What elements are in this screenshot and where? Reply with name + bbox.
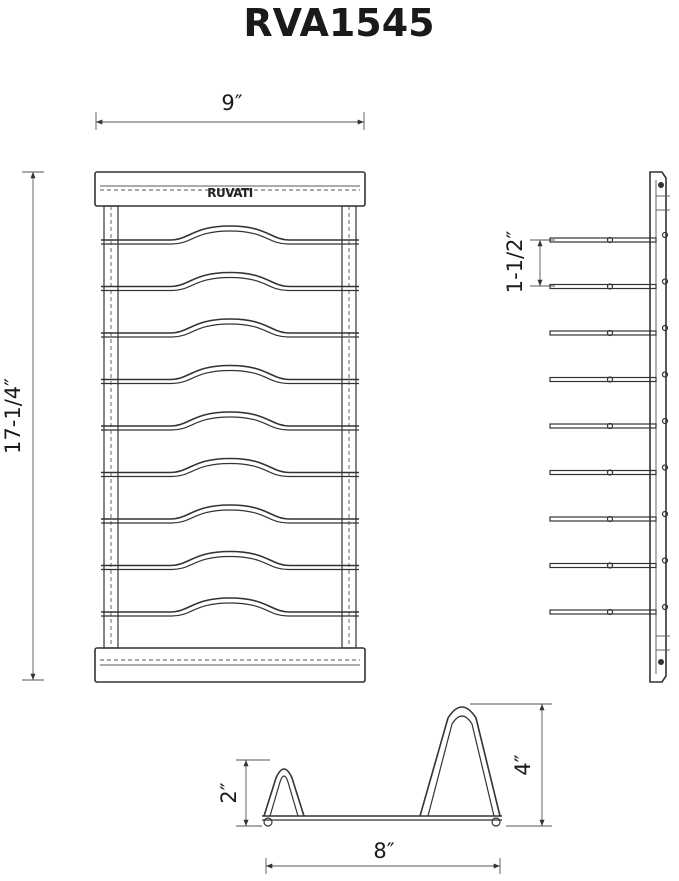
front-racks: [101, 225, 359, 617]
high-height-label: 4″: [511, 754, 535, 775]
front-rack-wire: [101, 504, 359, 520]
low-wire-loop: [263, 768, 305, 817]
front-rack-wire: [101, 364, 359, 381]
side-rack-bar: [549, 609, 657, 615]
front-rack-wire: [101, 597, 359, 613]
low-height-label: 2″: [217, 782, 241, 803]
top-clip-icon: [658, 182, 664, 188]
front-rack-wire: [101, 411, 359, 427]
side-rack-bar: [549, 376, 657, 383]
side-rack-bar: [549, 469, 657, 476]
model-title: RVA1545: [243, 1, 434, 45]
high-wire-loop: [419, 706, 501, 817]
profile-view: 2″ 4″ 8″: [217, 703, 552, 874]
height-label: 17-1/4″: [1, 378, 25, 454]
left-foot-icon: [263, 817, 273, 827]
side-view: 1-1/2″: [503, 171, 670, 683]
front-rack-wire: [101, 318, 359, 334]
brand-logo: RUVATI: [207, 186, 252, 200]
front-rack-wire: [101, 457, 359, 474]
right-foot-icon: [491, 817, 501, 827]
front-view: 9″ 17-1/4″ RUVATI: [1, 91, 366, 683]
side-rack-bar: [549, 237, 657, 243]
depth-label: 8″: [373, 839, 394, 863]
front-rack-wire: [101, 271, 359, 288]
width-label: 9″: [221, 91, 242, 115]
side-racks: [549, 231, 669, 616]
spacing-label: 1-1/2″: [503, 231, 527, 294]
side-back-panel: [649, 171, 667, 683]
front-rack-wire: [101, 550, 359, 567]
side-rack-bar: [549, 283, 657, 290]
side-rack-bar: [549, 330, 657, 336]
side-rack-bar: [549, 423, 657, 429]
side-rack-bar: [549, 562, 657, 569]
side-rack-bar: [549, 516, 657, 522]
front-rack-wire: [101, 225, 359, 241]
bottom-mounting-plate: [94, 647, 366, 683]
bottom-clip-icon: [658, 659, 664, 665]
top-mounting-plate: [94, 171, 366, 207]
